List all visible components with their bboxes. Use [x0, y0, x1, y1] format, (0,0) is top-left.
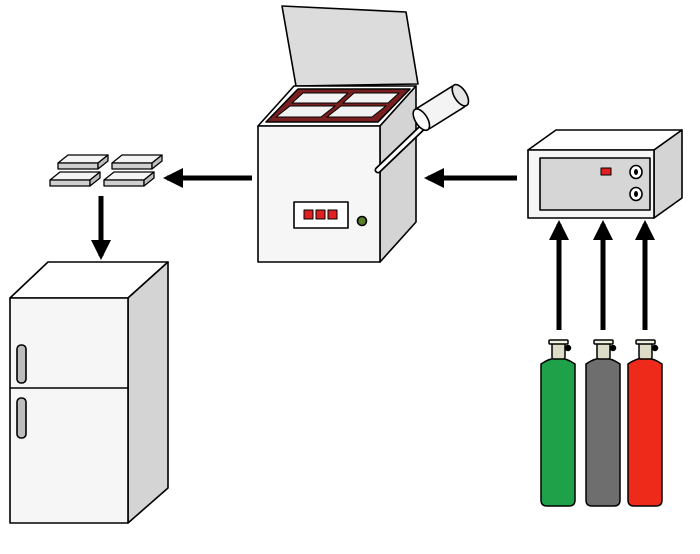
- flow-arrows: [91, 168, 655, 330]
- gas-mixer-box-icon: [527, 129, 683, 219]
- machine-roller: [412, 83, 470, 132]
- tray-sealing-machine-icon: [257, 5, 470, 263]
- gas-cylinder-icon: [585, 339, 621, 507]
- refrigerator-front: [9, 297, 129, 524]
- cylinder-body-green: [540, 357, 576, 507]
- refrigerator-icon: [9, 261, 169, 524]
- refrigerator-lower-handle: [16, 397, 27, 439]
- machine-lever-inner: [376, 122, 428, 172]
- sealed-tray-icon: [111, 154, 163, 170]
- machine-display-led: [315, 209, 326, 220]
- mixer-gas-port-hole: [634, 191, 638, 197]
- cylinder-valve-cap: [548, 339, 569, 345]
- mixer-display-led: [600, 167, 612, 176]
- machine-tray-cell: [342, 92, 400, 104]
- packaged-trays: [49, 154, 163, 187]
- sealed-tray-icon: [57, 154, 109, 170]
- machine-display-led: [303, 209, 314, 220]
- machine-tray-cell: [275, 105, 336, 118]
- refrigerator-upper-handle: [16, 344, 27, 384]
- sealed-tray-icon: [103, 171, 155, 187]
- refrigerator-side: [127, 261, 169, 524]
- cylinder-valve-cap: [635, 339, 656, 345]
- machine-front: [257, 125, 381, 263]
- gas-cylinder-icon: [540, 339, 576, 507]
- machine-indicator-light: [356, 215, 368, 227]
- machine-lid: [281, 5, 419, 87]
- sealed-tray-icon: [49, 171, 101, 187]
- machine-tray-cell: [326, 105, 387, 118]
- cylinder-valve-knob: [609, 344, 617, 352]
- cylinder-body-red: [627, 357, 663, 507]
- machine-tray-cell: [291, 92, 349, 104]
- cylinder-valve-cap: [593, 339, 614, 345]
- cylinder-valve-knob: [651, 344, 659, 352]
- gas-cylinder-icon: [627, 339, 663, 507]
- mixer-gas-port-hole: [634, 169, 638, 175]
- cylinder-body-gray: [585, 357, 621, 507]
- machine-display-led: [327, 209, 338, 220]
- cylinder-valve-knob: [564, 344, 572, 352]
